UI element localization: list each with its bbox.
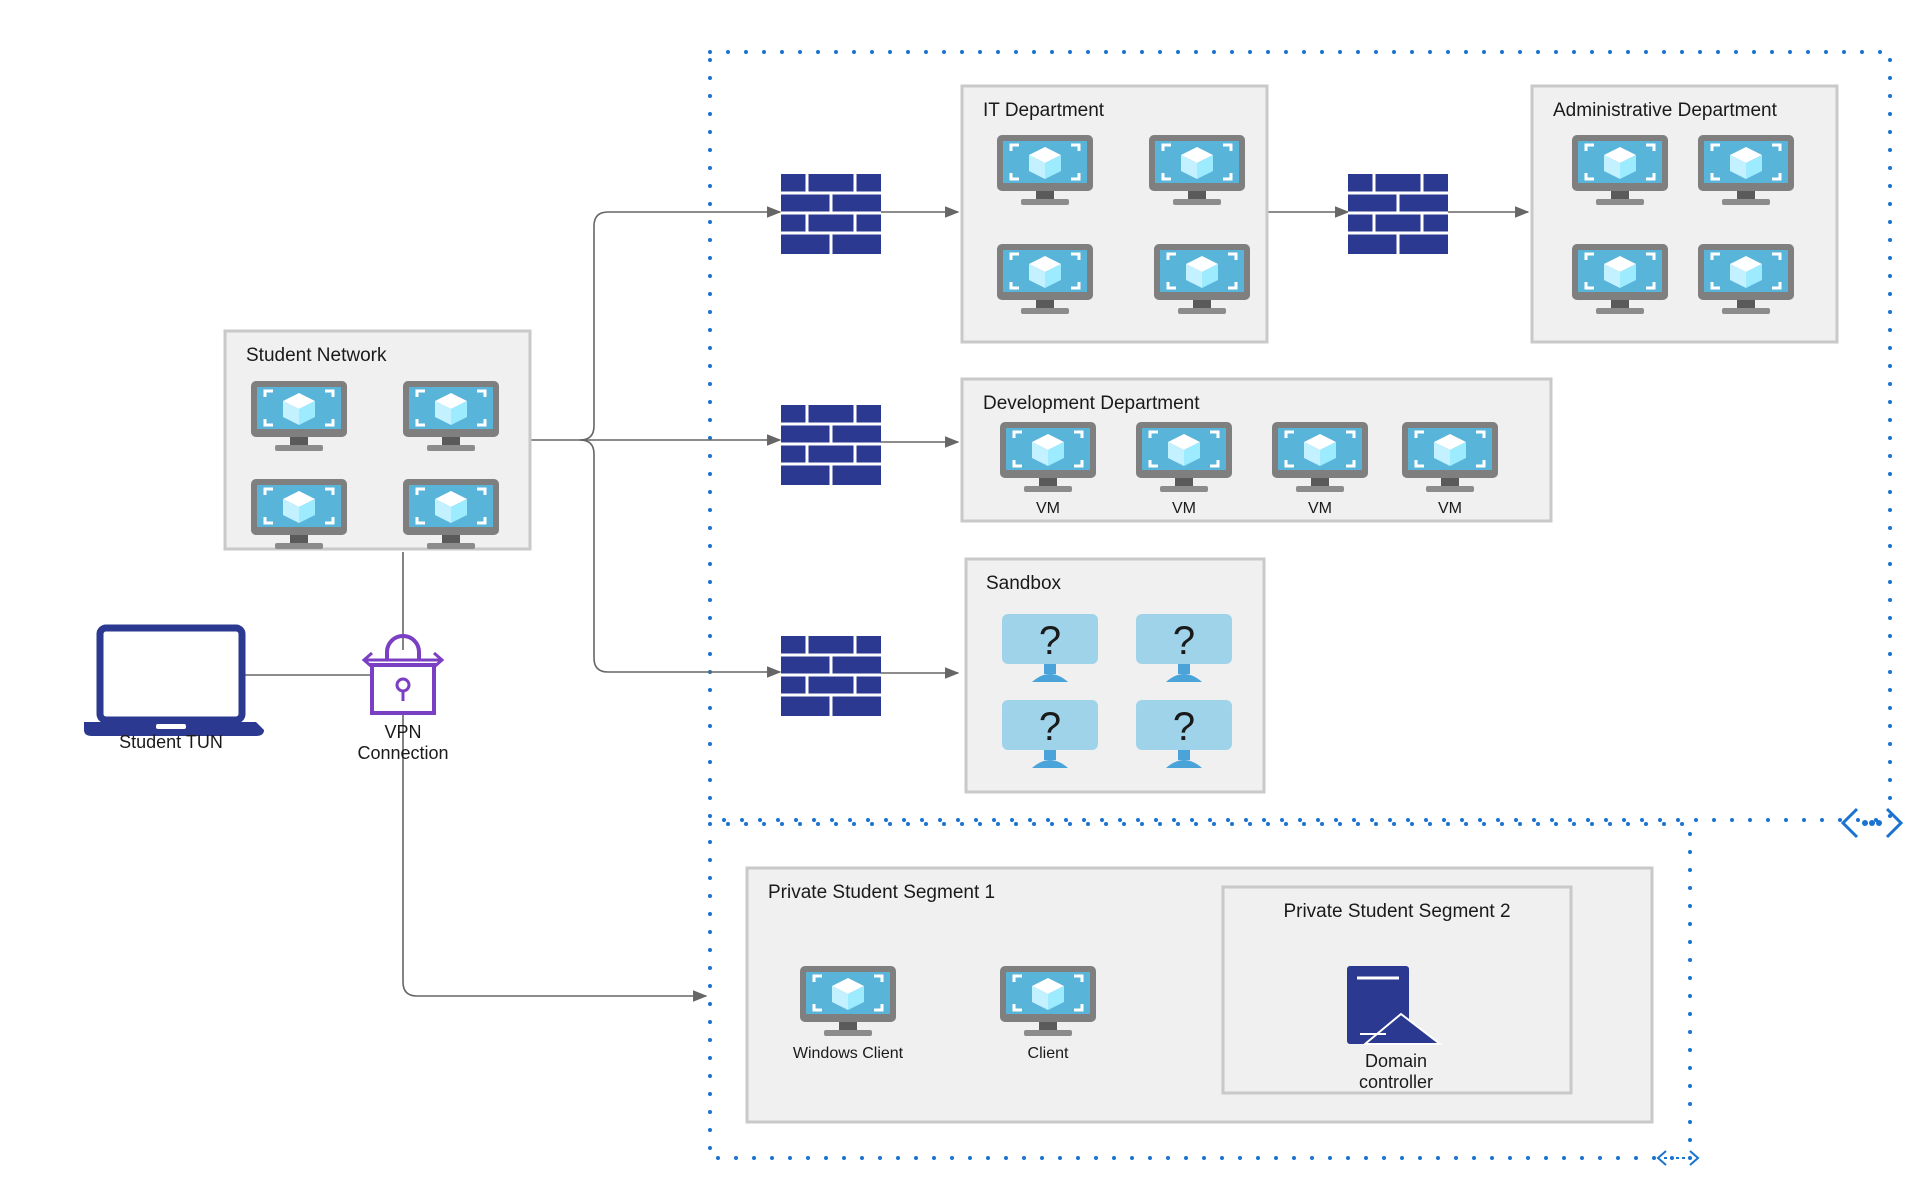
unknown-glyph: ?	[1039, 619, 1061, 663]
domain-controller-label-line2: controller	[1359, 1072, 1433, 1092]
connectors	[243, 206, 1530, 1002]
sandbox-title: Sandbox	[986, 573, 1062, 594]
unknown-machine-icon[interactable]: ?	[1136, 614, 1232, 682]
windows-client-label: Windows Client	[793, 1045, 904, 1062]
firewall-icon[interactable]	[779, 403, 883, 487]
administrative-department-group[interactable]: Administrative Department	[1530, 84, 1839, 344]
private-segment-2-group[interactable]: Private Student Segment 2 Domain control…	[1221, 885, 1573, 1095]
vpn-lock-icon[interactable]	[361, 634, 445, 715]
vnet-boundary-lower	[708, 822, 1692, 1160]
vm-label: VM	[1308, 500, 1332, 517]
unknown-machine-icon[interactable]: ?	[1002, 614, 1098, 682]
private-segment-2-title: Private Student Segment 2	[1283, 901, 1510, 922]
development-department-title: Development Department	[983, 393, 1200, 414]
student-network-group[interactable]: Student Network	[223, 329, 532, 551]
unknown-glyph: ?	[1173, 705, 1195, 749]
student-network-title: Student Network	[246, 345, 387, 366]
sandbox-group[interactable]: Sandbox ? ? ? ?	[964, 557, 1266, 794]
development-department-group[interactable]: Development Department VM VM VM VM	[960, 377, 1553, 523]
unknown-glyph: ?	[1039, 705, 1061, 749]
vnet-boundary-upper	[708, 50, 1892, 822]
domain-controller-icon[interactable]	[1347, 966, 1443, 1045]
vm-label: VM	[1438, 500, 1462, 517]
vm-label: VM	[1172, 500, 1196, 517]
firewall-icon[interactable]	[779, 172, 883, 256]
unknown-machine-icon[interactable]: ?	[1002, 700, 1098, 768]
firewall-icon[interactable]	[779, 634, 883, 718]
administrative-department-title: Administrative Department	[1553, 100, 1778, 121]
client-label: Client	[1028, 1045, 1069, 1062]
domain-controller-label-line1: Domain	[1365, 1051, 1427, 1071]
firewall-icon[interactable]	[1346, 172, 1450, 256]
vpn-label-line2: Connection	[357, 743, 448, 763]
it-department-title: IT Department	[983, 100, 1105, 121]
virtual-network-icon	[1840, 807, 1904, 839]
unknown-machine-icon[interactable]: ?	[1136, 700, 1232, 768]
student-tun-label: Student TUN	[119, 732, 223, 752]
virtual-network-icon-small	[1656, 1150, 1700, 1166]
private-segment-1-title: Private Student Segment 1	[768, 882, 995, 903]
it-department-group[interactable]: IT Department	[960, 84, 1269, 344]
vpn-label-line1: VPN	[384, 722, 421, 742]
vm-label: VM	[1036, 500, 1060, 517]
laptop-icon[interactable]	[84, 624, 264, 736]
unknown-glyph: ?	[1173, 619, 1195, 663]
